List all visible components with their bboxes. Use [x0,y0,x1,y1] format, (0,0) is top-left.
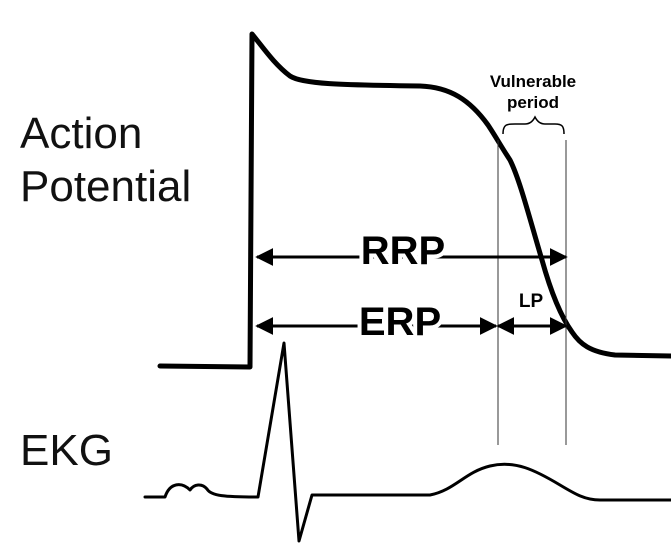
lp-label: LP [519,291,544,312]
vulnerable-label-line2: period [507,93,559,112]
vulnerable-label-line1: Vulnerable [490,72,576,91]
action-potential-label: Action Potential [20,108,191,214]
vulnerable-bracket [502,115,565,135]
ekg-trace [143,341,671,543]
rrp-label: RRP [361,229,445,273]
erp-label: ERP [359,300,441,344]
action-potential-label-line2: Potential [20,161,192,211]
action-potential-label-line1: Action [20,109,143,158]
ekg-label: EKG [20,426,113,475]
